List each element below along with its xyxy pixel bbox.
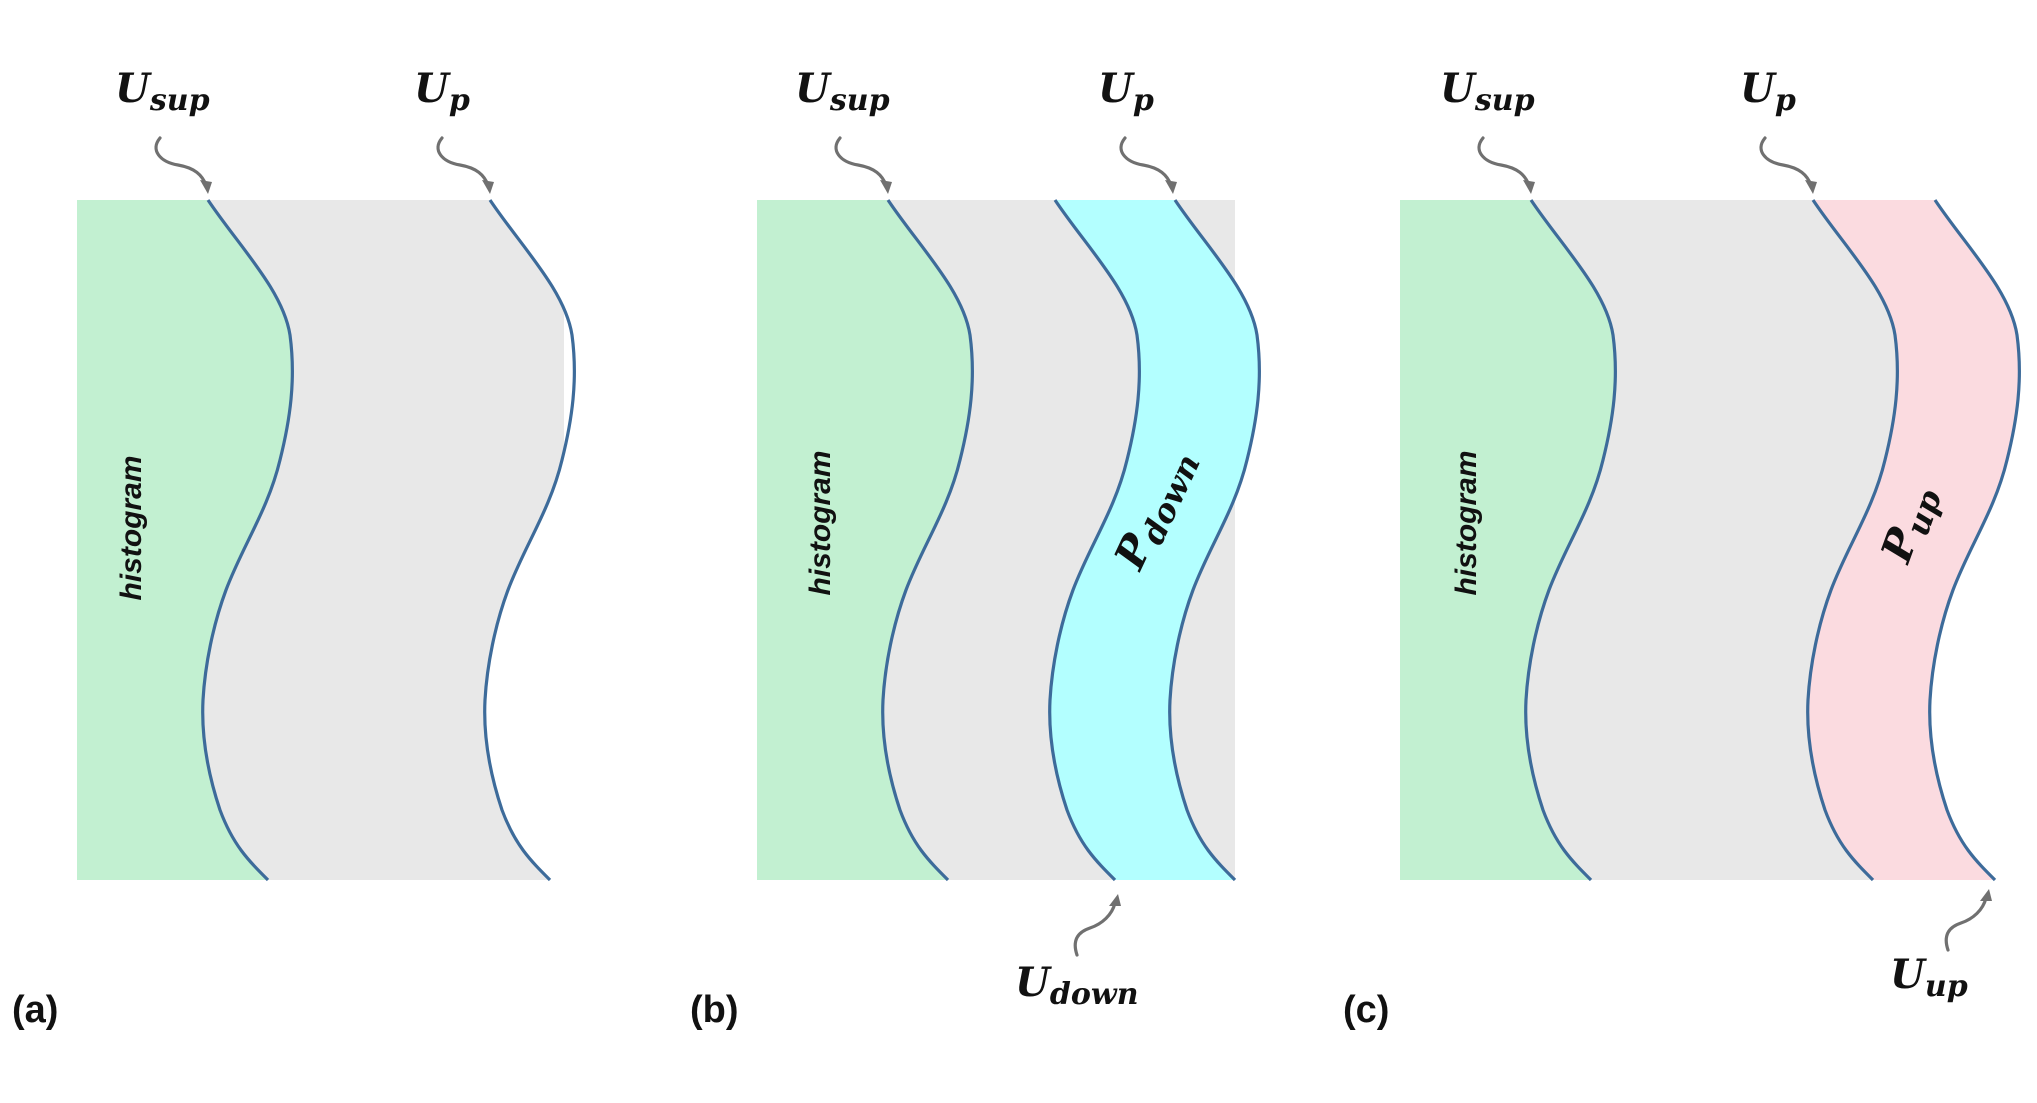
panel-a-white-region [484, 200, 600, 880]
panel-b-u-sup-arrow [834, 136, 888, 187]
panel-c-histogram-label: histogram [1450, 450, 1483, 595]
panel-a: Usup Up histogram (a) [12, 65, 600, 1031]
panel-c-white-region [1929, 200, 2037, 880]
panel-a-u-sup-arrowhead [200, 180, 212, 194]
panel-a-u-sup-curve [201, 199, 294, 882]
panel-c-label: (c) [1343, 989, 1389, 1031]
panel-a-u-sup-label: Usup [115, 65, 210, 118]
panel-c-u-sup-curve [1524, 199, 1617, 882]
panel-b-u-down-arrowhead [1109, 894, 1121, 906]
panel-b-u-p-curve [1168, 199, 1261, 882]
panel-b-label: (b) [690, 989, 739, 1031]
panel-c-p-up-region [1807, 200, 2020, 880]
panel-a-u-p-curve [483, 199, 576, 882]
panel-b-histogram-label: histogram [804, 450, 837, 595]
panel-c-u-p-arrowhead [1805, 180, 1817, 194]
panel-b-p-down-region [1049, 200, 1260, 880]
panel-b-u-down-arrow [1073, 901, 1117, 957]
panel-c-u-up-label: Uup [1890, 951, 1968, 1004]
panel-b-u-sup-curve [881, 199, 974, 882]
panel-a-u-p-label: Up [414, 65, 470, 118]
panel-a-histogram-region [77, 200, 293, 880]
panel-a-u-sup-arrow [154, 136, 208, 187]
panel-a-histogram-label: histogram [115, 455, 148, 600]
panel-b-u-down-curve [1048, 199, 1141, 882]
panel-c: Usup Up histogram Pup Uup (c) [1343, 65, 2037, 1031]
panel-a-label: (a) [12, 989, 58, 1031]
panel-b-histogram-region [757, 200, 973, 880]
panel-c-u-p-arrow [1759, 136, 1813, 187]
panel-b-u-sup-arrowhead [880, 180, 892, 194]
panel-c-u-up-arrowhead [1980, 889, 1992, 901]
panel-c-histogram-region [1400, 200, 1616, 880]
panel-c-u-sup-label: Usup [1440, 65, 1535, 118]
panel-b: Usup Up histogram Pdown Udown (b) [690, 65, 1261, 1031]
panel-b-u-sup-label: Usup [795, 65, 890, 118]
panel-b-u-p-arrowhead [1165, 180, 1177, 194]
panel-b-u-down-label: Udown [1015, 959, 1139, 1012]
panel-b-u-p-label: Up [1098, 65, 1154, 118]
panel-c-u-sup-arrowhead [1523, 180, 1535, 194]
panel-a-u-p-arrow [436, 136, 490, 187]
panel-c-u-up-curve [1928, 199, 2021, 882]
panel-c-u-up-arrow [1944, 896, 1988, 952]
panel-c-u-p-curve [1806, 199, 1899, 882]
panel-a-u-p-arrowhead [482, 180, 494, 194]
panel-b-u-p-arrow [1119, 136, 1173, 187]
panel-c-u-sup-arrow [1477, 136, 1531, 187]
panel-c-u-p-label: Up [1740, 65, 1796, 118]
